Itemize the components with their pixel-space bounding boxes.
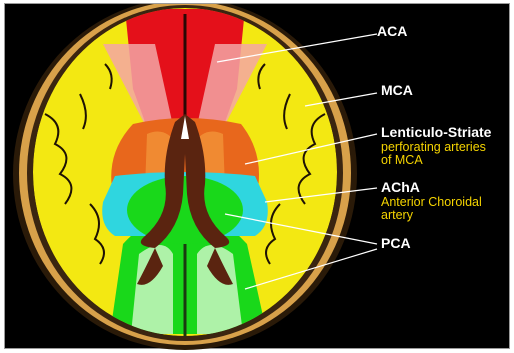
mca-label: MCA	[381, 83, 413, 97]
pca-label: PCA	[381, 236, 411, 250]
brain-diagram	[5, 4, 511, 350]
lenticulo-striate-sublabel: perforating arteries of MCA	[381, 141, 486, 167]
brain-territory-figure: ACA MCA Lenticulo-Striate perforating ar…	[4, 3, 510, 349]
lenticulo-striate-label: Lenticulo-Striate	[381, 125, 491, 139]
acha-sublabel: Anterior Choroidal artery	[381, 196, 482, 222]
aca-label: ACA	[377, 24, 407, 38]
pca-thalamus-region	[127, 176, 243, 244]
acha-label: AChA	[381, 180, 420, 194]
